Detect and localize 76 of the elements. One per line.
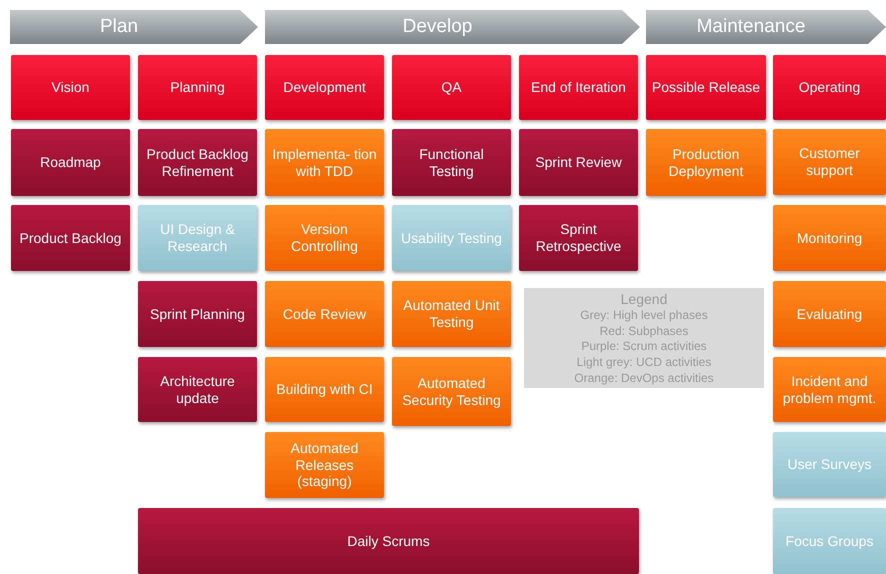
subphase-box	[392, 55, 511, 120]
box-label: UI Design & Research	[159, 221, 236, 255]
box-label: Product Backlog Refinement	[146, 146, 250, 180]
devops-activity-box	[265, 281, 384, 347]
box-label: Production Deployment	[668, 146, 744, 180]
box-label: Product Backlog	[20, 230, 122, 246]
box-label: Incident and problem mgmt.	[782, 372, 878, 406]
scrum-activity-box	[138, 129, 257, 196]
legend-entry: Red: Subphases	[598, 324, 690, 340]
scrum-activity-box	[392, 129, 511, 196]
devops-activity-box	[646, 129, 766, 196]
scrum-activity-box	[519, 129, 638, 196]
box-label: Automated Unit Testing	[402, 297, 501, 331]
box-label: Implementa- tion with TDD	[271, 146, 378, 180]
subphase-box	[265, 55, 384, 120]
legend-entry: Grey: High level phases	[579, 308, 709, 324]
box-label: Functional Testing	[418, 146, 485, 180]
phase-header	[646, 10, 886, 44]
subphase-box	[646, 55, 766, 120]
devops-activity-box	[265, 432, 384, 498]
box-label: Evaluating	[796, 306, 862, 322]
box-label: QA	[441, 79, 462, 96]
legend-entry: Purple: Scrum activities	[580, 339, 708, 355]
box-label: Customer support	[798, 145, 861, 179]
devops-activity-box	[773, 205, 886, 271]
box-label: End of Iteration	[531, 79, 626, 96]
box-label: Development	[283, 79, 366, 96]
box-label: Building with CI	[276, 381, 373, 398]
box-label: Code Review	[282, 306, 366, 322]
box-label: Sprint Review	[535, 154, 622, 171]
subphase-box	[138, 55, 257, 120]
box-label: Roadmap	[40, 154, 101, 171]
devops-activity-box	[265, 205, 384, 271]
devops-activity-box	[392, 281, 511, 347]
box-label: Daily Scrums	[347, 532, 430, 550]
box-label: Possible Release	[652, 79, 760, 96]
box-label: Plan	[100, 16, 138, 38]
scrum-activity-box	[138, 508, 639, 574]
phase-header	[265, 10, 640, 44]
box-label: Version Controlling	[290, 221, 359, 255]
box-label: Automated Releases (staging)	[290, 440, 360, 490]
legend-entry: Orange: DevOps activities	[573, 370, 715, 386]
scrum-activity-box	[138, 281, 257, 347]
legend-title: Legend	[620, 290, 668, 308]
devops-activity-box	[265, 357, 384, 422]
devops-activity-box	[265, 129, 384, 196]
box-label: Architecture update	[159, 372, 236, 406]
phase-header	[10, 10, 258, 44]
devops-activity-box	[773, 129, 886, 195]
box-label: Vision	[52, 79, 90, 96]
devops-activity-box	[392, 357, 511, 426]
box-label: Planning	[170, 79, 225, 96]
box-label: Monitoring	[796, 230, 862, 246]
box-label: Maintenance	[696, 16, 806, 38]
scrum-activity-box	[11, 129, 130, 196]
box-label: Develop	[402, 16, 472, 38]
box-label: Focus Groups	[786, 532, 874, 550]
ucd-activity-box	[773, 432, 886, 497]
subphase-box	[519, 55, 638, 120]
devops-activity-box	[773, 357, 886, 422]
scrum-activity-box	[11, 205, 130, 271]
ucd-activity-box	[138, 205, 257, 271]
ucd-activity-box	[773, 508, 886, 574]
box-label: Sprint Retrospective	[534, 221, 622, 255]
scrum-activity-box	[519, 205, 638, 271]
scrum-activity-box	[138, 357, 257, 422]
ucd-activity-box	[392, 205, 511, 271]
box-label: Operating	[798, 79, 860, 96]
subphase-box	[11, 55, 130, 120]
box-label: Automated Security Testing	[401, 374, 502, 408]
box-label: Usability Testing	[401, 230, 502, 246]
subphase-box	[773, 55, 886, 120]
box-label: Sprint Planning	[150, 306, 245, 322]
box-label: User Surveys	[787, 456, 872, 473]
devops-activity-box	[773, 281, 886, 347]
legend-entry: Light grey: UCD activities	[576, 354, 712, 371]
